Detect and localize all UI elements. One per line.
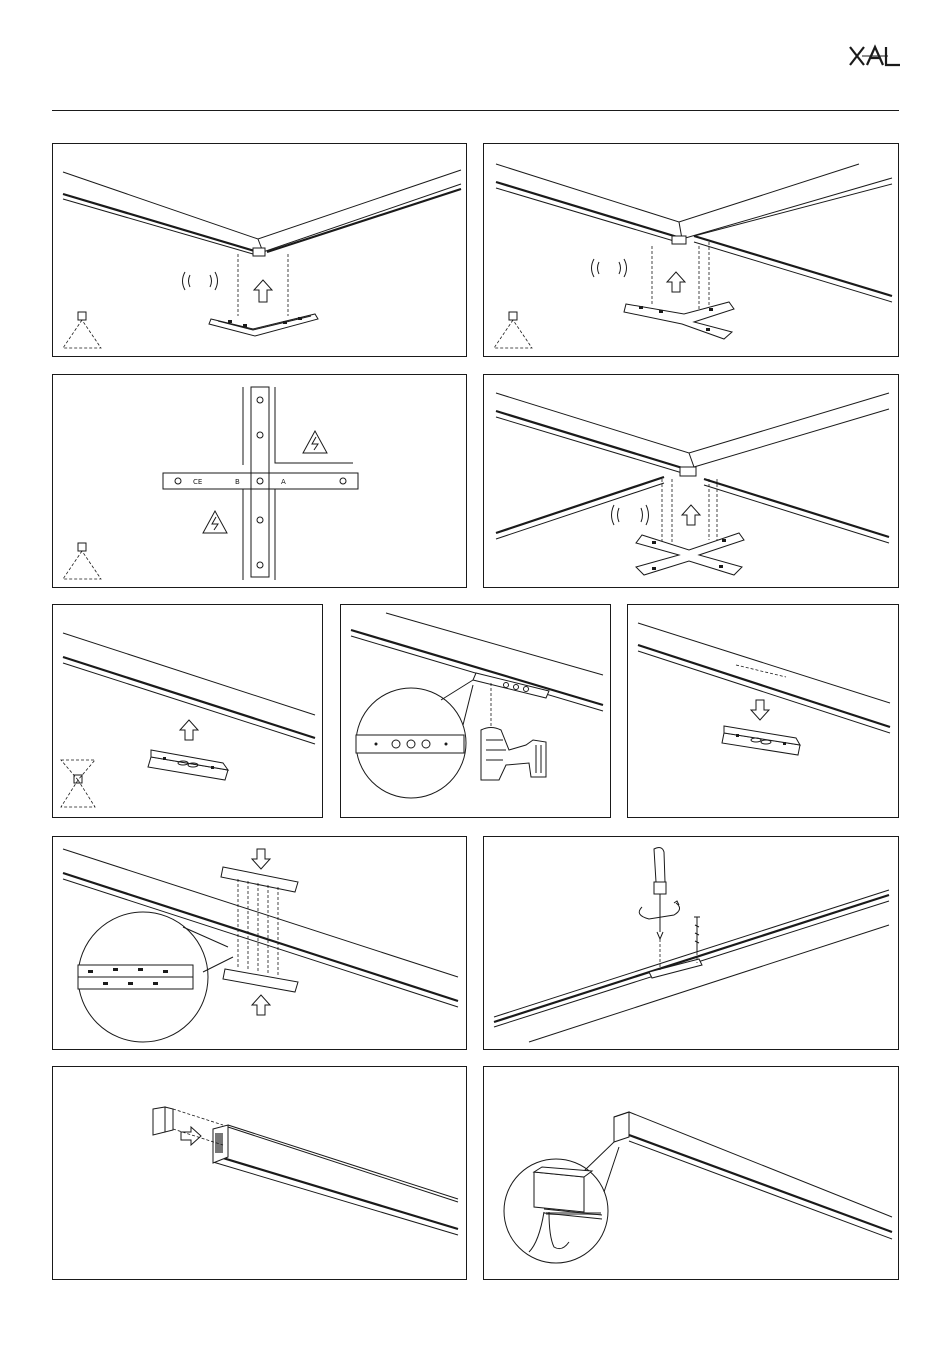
rotation-arrow-icon xyxy=(639,901,679,919)
panel-straight-connector xyxy=(52,604,323,818)
cross-connector-icon xyxy=(636,533,744,575)
t-connector-icon xyxy=(624,302,734,339)
up-arrow-icon xyxy=(254,280,272,302)
end-cap-icon xyxy=(153,1107,173,1135)
corner-connector-icon xyxy=(209,314,318,336)
right-arrow-icon xyxy=(181,1127,201,1145)
electrical-hazard-icon xyxy=(203,511,227,533)
panel-t-connector xyxy=(483,143,899,357)
panel-inline-connector-detail xyxy=(52,836,467,1050)
panel-drill-holes xyxy=(340,604,611,818)
magnetic-waves-icon xyxy=(183,272,218,290)
cross-connector-icon: CE B A xyxy=(163,387,358,577)
connector-label-a: A xyxy=(281,478,286,486)
panel-corner-connector xyxy=(52,143,467,357)
screw-icon xyxy=(694,917,700,952)
straight-connector-icon xyxy=(722,726,800,755)
connector-label-b: B xyxy=(235,478,240,486)
ce-mark: CE xyxy=(193,478,202,486)
up-arrow-icon xyxy=(682,505,700,525)
panel-end-cap xyxy=(52,1066,467,1280)
panel-screwdriver xyxy=(483,836,899,1050)
xal-logo-icon xyxy=(848,44,902,68)
magnifier-callout-icon xyxy=(78,912,233,1042)
panel-cross-connector-install xyxy=(483,374,899,588)
magnetic-waves-icon xyxy=(612,505,649,525)
screwdriver-icon xyxy=(654,848,666,939)
down-arrow-icon xyxy=(252,849,270,869)
panel-feed-end xyxy=(483,1066,899,1280)
down-arrow-icon xyxy=(751,700,769,720)
ceiling-floor-icon xyxy=(61,760,95,807)
header-divider xyxy=(52,110,899,111)
drill-icon xyxy=(481,728,546,781)
panel-connector-lower xyxy=(627,604,899,818)
ceiling-mount-icon xyxy=(63,543,101,579)
up-arrow-icon xyxy=(252,995,270,1015)
up-arrow-icon xyxy=(180,720,198,740)
ceiling-mount-icon xyxy=(494,312,532,348)
magnifier-callout-icon xyxy=(504,1142,619,1263)
magnetic-waves-icon xyxy=(592,259,627,277)
ceiling-mount-icon xyxy=(63,312,101,348)
panel-cross-connector-wiring: CE B A xyxy=(52,374,467,588)
straight-connector-icon xyxy=(148,750,228,780)
electrical-hazard-icon xyxy=(303,431,327,453)
magnifier-callout-icon xyxy=(356,680,473,798)
up-arrow-icon xyxy=(667,272,685,292)
